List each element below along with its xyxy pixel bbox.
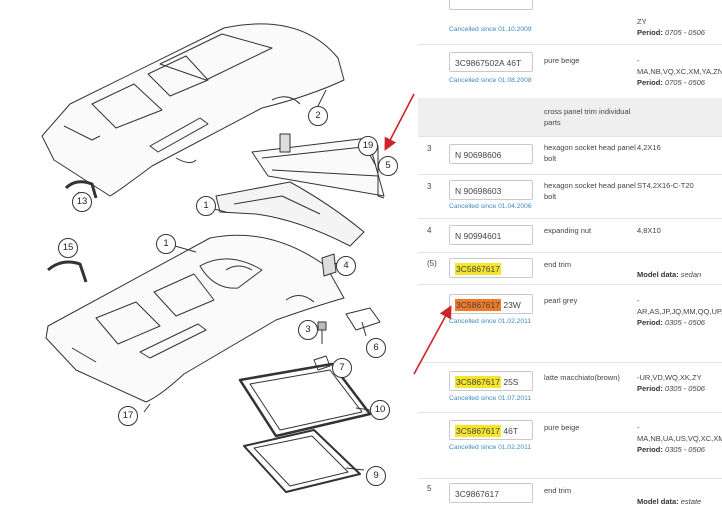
cancelled-link[interactable]: Cancelled since 01.10.2009 — [449, 26, 532, 33]
table-row: 5 3C9867617 end trim Model data: estate — [418, 478, 722, 514]
part-number-field[interactable]: 3C5867617 25S — [449, 371, 533, 391]
row-description: pure beige — [544, 423, 580, 432]
part-number-field[interactable]: 3C5867617 23W — [449, 294, 533, 314]
table-row: Cancelled since 01.10.2009 ZY Period: 07… — [418, 0, 722, 45]
part-number-field[interactable]: N 90698606 — [449, 144, 533, 164]
part-number-field[interactable]: N 90994601 — [449, 225, 533, 245]
row-description: hexagon socket head panel bolt — [544, 181, 636, 201]
callout-6[interactable]: 6 — [366, 338, 386, 358]
part-number-highlight: 3C5867617 — [455, 425, 501, 437]
table-row: 4 N 90994601 expanding nut 4,8X10 — [418, 218, 722, 253]
clip — [279, 133, 291, 153]
callout-2[interactable]: 2 — [308, 106, 328, 126]
position-number: 5 — [427, 484, 432, 493]
row-description: end trim — [544, 260, 572, 269]
row-info: ZY Period: 0705 - 0506 — [637, 17, 705, 37]
callout-4[interactable]: 4 — [336, 256, 356, 276]
grab-handle-2 — [47, 260, 88, 283]
part-number-field[interactable]: 3C9867617 — [449, 483, 533, 503]
cancelled-link[interactable]: Cancelled since 01.02.2011 — [449, 444, 532, 451]
callout-13[interactable]: 13 — [72, 192, 92, 212]
parts-diagram: .co{position:absolute;width:18px;height:… — [41, 23, 398, 493]
position-number: 4 — [427, 226, 432, 235]
row-info: Model data: estate — [637, 497, 702, 506]
position-number: (5) — [427, 259, 437, 268]
cancelled-link[interactable]: Cancelled since 01.04.2006 — [449, 203, 532, 210]
row-description: end trim — [544, 486, 572, 495]
row-info: -MA,NB,VQ,XC,XM,YA,ZN,ZZ Period: 0705 - … — [637, 56, 722, 87]
bolt — [317, 321, 327, 344]
part-number-highlight: 3C5867617 — [455, 376, 501, 388]
row-description: hexagon socket head panel bolt — [544, 143, 636, 163]
part-number-field[interactable]: N 90698603 — [449, 180, 533, 200]
table-row: 3C5867617 23W Cancelled since 01.02.2011… — [418, 284, 722, 363]
parts-table: Cancelled since 01.10.2009 ZY Period: 07… — [418, 0, 722, 514]
headliner-upper — [41, 23, 345, 197]
bracket — [215, 181, 365, 247]
cancelled-link[interactable]: Cancelled since 01.07.2011 — [449, 395, 532, 402]
row-info: ST4,2X16-C-T20 — [637, 181, 694, 190]
position-number: 3 — [427, 182, 432, 191]
row-info: -MA,NB,UA,US,VQ,XC,XM,YA,ZN,ZZ Period: 0… — [637, 423, 722, 454]
row-description: pearl grey — [544, 296, 578, 305]
cancelled-link[interactable]: Cancelled since 01.02.2011 — [449, 318, 532, 325]
callout-10[interactable]: 10 — [370, 400, 390, 420]
position-number: 3 — [427, 144, 432, 153]
table-row: 3C9867502A 46T Cancelled since 01.08.200… — [418, 44, 722, 99]
callout-5[interactable]: 5 — [378, 156, 398, 176]
callout-19[interactable]: 19 — [358, 136, 378, 156]
row-description: expanding nut — [544, 226, 592, 235]
callout-17[interactable]: 17 — [118, 406, 138, 426]
row-description: pure beige — [544, 56, 580, 65]
expanding-nut — [321, 253, 337, 277]
callout-1[interactable]: 1 — [196, 196, 216, 216]
row-info: -AR,AS,JP,JQ,MM,QQ,UP,UQ,VB,VX,WN,WP,XG,… — [637, 296, 722, 327]
table-row: (5) 3C5867617 end trim Model data: sedan — [418, 252, 722, 285]
table-row: 3C5867617 25S Cancelled since 01.07.2011… — [418, 362, 722, 413]
row-info: 4,2X16 — [637, 143, 661, 152]
table-row: 3 N 90698606 hexagon socket head panel b… — [418, 136, 722, 175]
headliner-lower — [45, 234, 345, 403]
row-description: latte macchiato(brown) — [544, 373, 620, 382]
callout-7[interactable]: 7 — [332, 358, 352, 378]
table-row: 3C5867617 46T Cancelled since 01.02.2011… — [418, 412, 722, 479]
callout-9[interactable]: 9 — [366, 466, 386, 486]
row-info: 4,8X10 — [637, 226, 661, 235]
row-info: -UR,VD,WQ,XK,ZY Period: 0305 - 0506 — [637, 373, 705, 393]
part-number-field[interactable]: 3C9867502A 46T — [449, 52, 533, 72]
row-description: cross panel trim individual parts — [544, 107, 631, 127]
part-number-field[interactable] — [449, 0, 533, 10]
row-info: Model data: sedan — [637, 270, 702, 279]
part-number-field[interactable]: 3C5867617 — [449, 258, 533, 278]
table-row: 3 N 90698603 Cancelled since 01.04.2006 … — [418, 174, 722, 219]
part-number-highlight-active: 3C5867617 — [455, 299, 501, 311]
callout-15[interactable]: 15 — [58, 238, 78, 258]
callout-1[interactable]: 1 — [156, 234, 176, 254]
callout-3[interactable]: 3 — [298, 320, 318, 340]
sunroof-frame — [238, 362, 372, 438]
part-number-highlight: 3C5867617 — [455, 263, 501, 275]
grab-handle — [64, 180, 98, 199]
sunroof-panel — [243, 429, 361, 493]
table-row-group-header: cross panel trim individual parts — [418, 98, 722, 137]
end-trim-small — [345, 307, 381, 331]
cancelled-link[interactable]: Cancelled since 01.08.2008 — [449, 77, 532, 84]
part-number-field[interactable]: 3C5867617 46T — [449, 420, 533, 440]
